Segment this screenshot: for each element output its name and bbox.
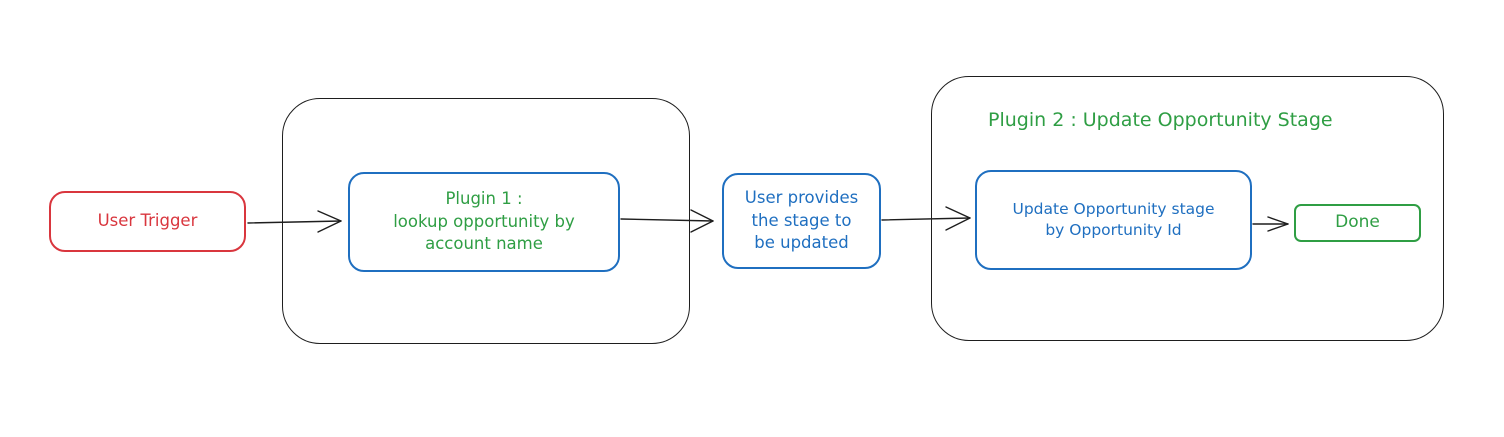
user-provides-stage-node: User provides the stage to be updated [722,173,881,269]
plugin2-group-container [931,76,1444,341]
update-opportunity-stage-node: Update Opportunity stage by Opportunity … [975,170,1252,270]
arrow-trigger-to-plugin1 [247,210,342,233]
user-trigger-node: User Trigger [49,191,246,252]
done-node: Done [1294,204,1421,242]
update-opportunity-stage-label: Update Opportunity stage by Opportunity … [1012,199,1215,239]
plugin2-group-title: Plugin 2 : Update Opportunity Stage [988,109,1333,131]
user-trigger-label: User Trigger [97,211,198,231]
arrow-plugin1-to-user-provides [620,209,714,233]
plugin1-lookup-label: Plugin 1 : lookup opportunity by account… [393,188,575,254]
done-label: Done [1335,212,1380,233]
arrow-user-provides-to-update [881,206,971,231]
arrow-update-to-done [1252,216,1289,232]
user-provides-stage-label: User provides the stage to be updated [744,187,859,253]
plugin1-lookup-node: Plugin 1 : lookup opportunity by account… [348,172,620,272]
